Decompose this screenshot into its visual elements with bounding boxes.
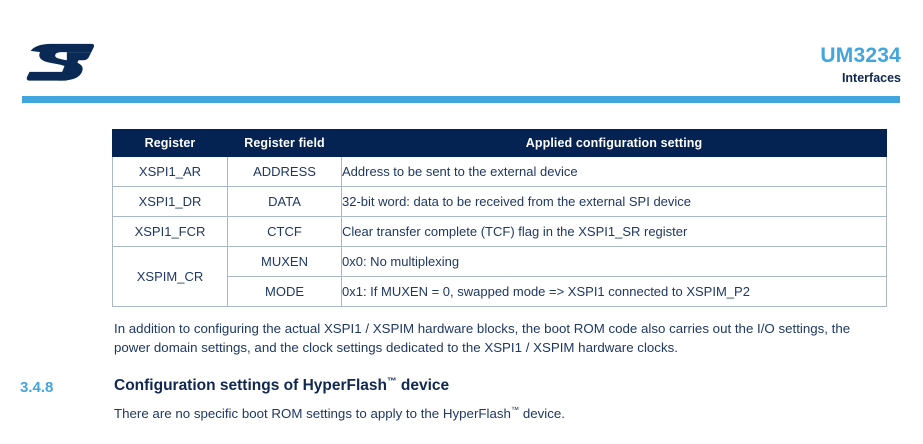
- configuration-settings-table: Register Register field Applied configur…: [112, 129, 887, 307]
- cell-register-merged: XSPIM_CR: [112, 246, 228, 307]
- cell-register: XSPI1_FCR: [112, 216, 228, 247]
- trademark-icon: ™: [386, 375, 397, 387]
- table-row: XSPIM_CR MUXEN 0x0: No multiplexing: [112, 246, 887, 307]
- cell-setting: Address to be sent to the external devic…: [341, 156, 887, 187]
- cell-register-field: CTCF: [227, 216, 342, 247]
- cell-register-field: DATA: [227, 186, 342, 217]
- section-title-text: Configuration settings of HyperFlash: [114, 377, 387, 394]
- section-title-suffix: device: [396, 377, 450, 394]
- cell-register-field: MUXEN: [227, 246, 342, 277]
- document-code: UM3234: [820, 44, 901, 67]
- header-doc-info: UM3234 Interfaces: [820, 44, 901, 86]
- cell-setting: 0x1: If MUXEN = 0, swapped mode => XSPI1…: [341, 276, 887, 307]
- section-body-text: There are no specific boot ROM settings …: [114, 404, 886, 423]
- section-title: Configuration settings of HyperFlash™ de…: [114, 377, 449, 395]
- table-row: XSPI1_FCR CTCF Clear transfer complete (…: [112, 216, 887, 247]
- cell-register: XSPI1_DR: [112, 186, 228, 217]
- cell-register-field: MODE: [227, 276, 342, 307]
- trademark-icon: ™: [510, 405, 520, 415]
- intro-paragraph: In addition to configuring the actual XS…: [114, 321, 851, 355]
- table-row: MODE 0x1: If MUXEN = 0, swapped mode => …: [113, 276, 887, 307]
- table-row: XSPI1_AR ADDRESS Address to be sent to t…: [112, 156, 887, 187]
- column-header-register-field: Register field: [227, 129, 342, 157]
- section-body-text-after: device.: [519, 406, 565, 421]
- column-header-register: Register: [112, 129, 228, 157]
- section-body-text-before: There are no specific boot ROM settings …: [114, 406, 511, 421]
- document-subtitle: Interfaces: [841, 71, 901, 85]
- table-header-row: Register Register field Applied configur…: [112, 129, 887, 157]
- header-divider-rule: [22, 96, 900, 103]
- cell-register-field: ADDRESS: [227, 156, 342, 187]
- table-row: XSPI1_DR DATA 32-bit word: data to be re…: [112, 186, 887, 217]
- cell-register: XSPI1_AR: [112, 156, 228, 187]
- section-number: 3.4.8: [20, 379, 54, 396]
- cell-setting: Clear transfer complete (TCF) flag in th…: [341, 216, 887, 247]
- column-header-applied-configuration-setting: Applied configuration setting: [341, 129, 887, 157]
- st-logo-icon: [26, 41, 96, 83]
- page-header: UM3234 Interfaces: [0, 0, 923, 104]
- cell-setting: 0x0: No multiplexing: [341, 246, 887, 277]
- cell-setting: 32-bit word: data to be received from th…: [341, 186, 887, 217]
